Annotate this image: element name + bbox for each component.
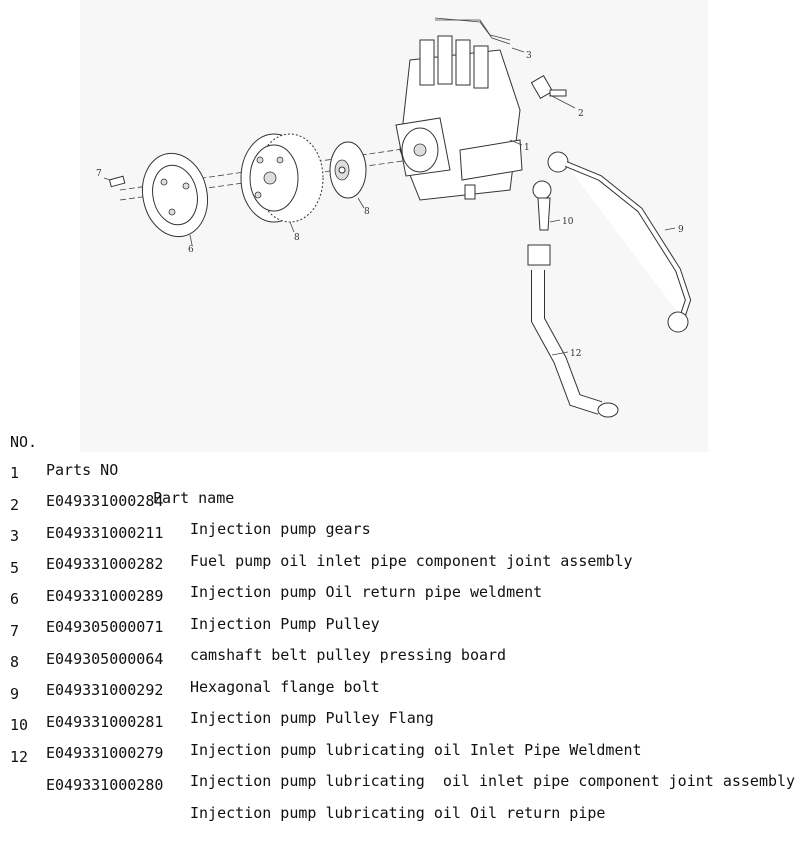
row-part-name: Fuel pump oil inlet pipe component joint… <box>190 552 633 570</box>
pressing-board-drawing <box>142 152 208 238</box>
row-no: 1 <box>10 464 20 482</box>
callout-12: 12 <box>570 349 581 359</box>
callout-8-left: 8 <box>294 233 300 243</box>
row-parts-no: E049331000281 <box>46 713 164 731</box>
row-part-name: Injection pump lubricating oil Oil retur… <box>190 804 606 822</box>
row-no: 8 <box>10 653 20 671</box>
row-parts-no: E049305000064 <box>46 650 164 668</box>
oil-return-pipe-drawing <box>434 17 511 45</box>
table-row: 1 E049331000284 Injection pump gears <box>10 431 371 538</box>
table-row: 10 E049331000279 Injection pump lubricat… <box>10 683 795 790</box>
row-parts-no: E049331000289 <box>46 587 164 605</box>
callout-2: 2 <box>578 109 584 119</box>
row-part-name: camshaft belt pulley pressing board <box>190 646 507 664</box>
row-no: 7 <box>10 622 20 640</box>
row-parts-no: E049331000279 <box>46 744 164 762</box>
callout-10: 10 <box>562 217 574 227</box>
row-no: 3 <box>10 527 20 545</box>
row-part-name: Hexagonal flange bolt <box>190 678 380 696</box>
injection-pump-pulley-drawing <box>240 133 324 223</box>
row-no: 2 <box>10 496 20 514</box>
lubricating-oil-inlet-pipe-drawing <box>547 151 692 333</box>
injection-pump-body-drawing <box>395 19 523 201</box>
row-parts-no: E049331000282 <box>46 555 164 573</box>
hexagonal-flange-bolt-drawing <box>103 175 126 188</box>
table-header: NO. Parts NO Part name <box>10 400 234 507</box>
callout-9: 9 <box>678 225 684 235</box>
table-row: 5 E049331000289 Injection Pump Pulley <box>10 526 380 633</box>
row-parts-no: E049331000211 <box>46 524 164 542</box>
row-parts-no: E049331000284 <box>46 492 164 510</box>
table-row: 8 E049331000292 Injection pump Pulley Fl… <box>10 620 434 727</box>
pulley-flang-drawing <box>329 141 367 199</box>
row-part-name: Injection pump lubricating oil Inlet Pip… <box>190 741 642 759</box>
row-parts-no: E049331000280 <box>46 776 164 794</box>
callout-3: 3 <box>526 51 532 61</box>
row-no: 10 <box>10 716 29 734</box>
table-row: 2 E049331000211 Fuel pump oil inlet pipe… <box>10 463 633 570</box>
row-parts-no: E049305000071 <box>46 618 164 636</box>
row-parts-no: E049331000292 <box>46 681 164 699</box>
row-part-name: Injection pump Pulley Flang <box>190 709 434 727</box>
callout-1: 1 <box>524 143 530 153</box>
table-row: 12 E049331000280 Injection pump lubricat… <box>10 715 605 822</box>
table-row: 3 E049331000282 Injection pump Oil retur… <box>10 494 542 601</box>
callout-6: 6 <box>188 245 194 255</box>
table-row: 7 E049305000064 Hexagonal flange bolt <box>10 589 380 696</box>
callout-7: 7 <box>96 169 102 179</box>
row-part-name: Injection pump lubricating oil inlet pip… <box>190 772 796 790</box>
callout-8-right: 8 <box>364 207 370 217</box>
header-no: NO. <box>10 433 38 451</box>
table-row: 9 E049331000281 Injection pump lubricati… <box>10 652 642 759</box>
row-part-name: Injection pump gears <box>190 520 371 538</box>
row-part-name: Injection Pump Pulley <box>190 615 380 633</box>
row-no: 9 <box>10 685 20 703</box>
exploded-parts-diagram: 3 2 1 7 6 8 8 9 10 12 <box>80 0 708 452</box>
inlet-pipe-joint-drawing <box>530 75 567 99</box>
header-parts-no: Parts NO <box>46 461 119 479</box>
row-no: 5 <box>10 559 20 577</box>
lubricating-oil-return-pipe-drawing <box>527 244 619 418</box>
row-no: 6 <box>10 590 20 608</box>
header-part-name: Part name <box>153 489 235 507</box>
row-no: 12 <box>10 748 29 766</box>
table-row: 6 E049305000071 camshaft belt pulley pre… <box>10 557 506 664</box>
row-part-name: Injection pump Oil return pipe weldment <box>190 583 543 601</box>
lubricating-inlet-joint-drawing <box>532 180 552 231</box>
